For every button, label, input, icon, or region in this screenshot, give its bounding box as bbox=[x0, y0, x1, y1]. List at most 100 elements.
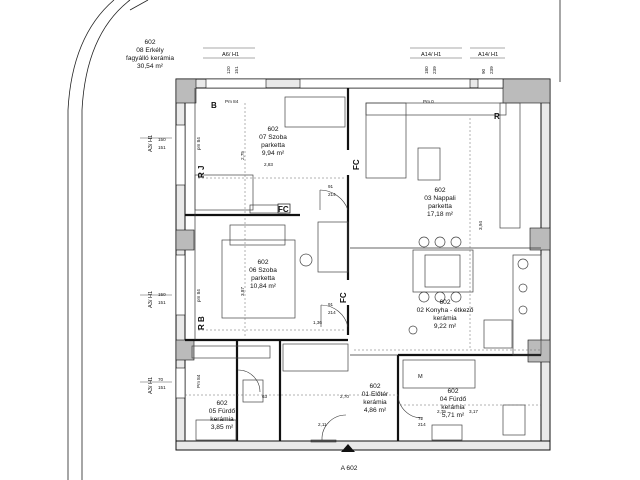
svg-text:602: 602 bbox=[144, 39, 155, 46]
svg-text:180: 180 bbox=[424, 66, 429, 74]
svg-text:FC: FC bbox=[278, 205, 289, 214]
svg-text:M: M bbox=[418, 374, 423, 380]
interior-walls bbox=[185, 88, 541, 441]
svg-text:04 Fürdő: 04 Fürdő bbox=[440, 396, 467, 403]
svg-text:151: 151 bbox=[158, 300, 166, 305]
window-tags-top: A6/ H1 120 151 A14/ H1 180 239 A14/ H1 9… bbox=[203, 47, 505, 74]
room-label-konyha: 602 02 Konyha - étkező kerámia 9,22 m² bbox=[417, 299, 474, 330]
svg-text:120: 120 bbox=[226, 66, 231, 74]
wall-corner-hatching bbox=[175, 78, 551, 363]
room-label-furdo05: 602 05 Fürdő kerámia 3,85 m² bbox=[209, 400, 236, 431]
room-label-nappali: 602 03 Nappali parketta 17,18 m² bbox=[424, 187, 456, 218]
svg-text:30,54 m²: 30,54 m² bbox=[137, 63, 164, 70]
window-tags-left: A3/ H1 150 151 A3/ H1 150 151 A3/ H1 70 … bbox=[140, 135, 172, 394]
svg-text:151: 151 bbox=[158, 145, 166, 150]
entrance-arrow-icon bbox=[341, 444, 355, 452]
svg-text:07 Szoba: 07 Szoba bbox=[259, 134, 287, 141]
svg-text:239: 239 bbox=[489, 66, 494, 74]
svg-text:A3/ H1: A3/ H1 bbox=[148, 135, 154, 152]
furniture bbox=[191, 96, 542, 441]
balcony-outline bbox=[67, 0, 561, 480]
svg-text:FC: FC bbox=[339, 292, 348, 303]
svg-text:3,87: 3,87 bbox=[240, 287, 245, 296]
svg-text:72: 72 bbox=[418, 416, 424, 421]
svg-text:91: 91 bbox=[328, 302, 334, 307]
svg-text:A14/ H1: A14/ H1 bbox=[478, 52, 498, 58]
svg-text:parketta: parketta bbox=[261, 142, 285, 149]
svg-text:A14/ H1: A14/ H1 bbox=[421, 52, 441, 58]
svg-text:parketta: parketta bbox=[428, 203, 452, 210]
dimension-labels: 2,75 2,83 91 214 91 214 1,36 3,87 3,94 2… bbox=[240, 151, 483, 427]
svg-text:602: 602 bbox=[434, 187, 445, 194]
svg-text:R J: R J bbox=[197, 166, 206, 178]
doors bbox=[237, 189, 423, 443]
dimension-guides bbox=[185, 103, 541, 406]
svg-text:pm 84: pm 84 bbox=[196, 289, 201, 302]
partition-thin bbox=[194, 88, 541, 356]
svg-text:63: 63 bbox=[262, 394, 268, 399]
svg-text:151: 151 bbox=[234, 66, 239, 74]
room-label-eloter: 602 01 Előtér kerámia 4,86 m² bbox=[362, 383, 389, 414]
svg-text:17,18 m²: 17,18 m² bbox=[427, 211, 454, 218]
svg-text:01 Előtér: 01 Előtér bbox=[362, 391, 389, 398]
svg-text:3,85 m²: 3,85 m² bbox=[211, 424, 234, 431]
svg-text:10,84 m²: 10,84 m² bbox=[250, 283, 277, 290]
svg-text:06 Szoba: 06 Szoba bbox=[249, 267, 277, 274]
svg-text:151: 151 bbox=[158, 385, 166, 390]
svg-text:R: R bbox=[494, 112, 500, 121]
room-label-furdo04: 602 04 Fürdő kerámia 5,71 m² bbox=[440, 388, 467, 419]
svg-text:150: 150 bbox=[158, 292, 166, 297]
svg-text:214: 214 bbox=[328, 192, 336, 197]
svg-text:2,75: 2,75 bbox=[437, 409, 446, 414]
svg-text:A6/ H1: A6/ H1 bbox=[222, 52, 239, 58]
svg-text:150: 150 bbox=[158, 137, 166, 142]
svg-text:2,75: 2,75 bbox=[240, 151, 245, 160]
svg-text:90: 90 bbox=[481, 68, 486, 74]
svg-text:602: 602 bbox=[447, 388, 458, 395]
svg-text:602: 602 bbox=[439, 299, 450, 306]
svg-text:kerámia: kerámia bbox=[363, 399, 387, 406]
svg-text:5,71 m²: 5,71 m² bbox=[442, 412, 465, 419]
svg-text:pm 84: pm 84 bbox=[196, 137, 201, 150]
svg-text:R B: R B bbox=[197, 316, 206, 330]
svg-text:602: 602 bbox=[267, 126, 278, 133]
svg-text:kerámia: kerámia bbox=[210, 416, 234, 423]
svg-text:05 Fürdő: 05 Fürdő bbox=[209, 408, 236, 415]
svg-text:2,70: 2,70 bbox=[340, 394, 349, 399]
windows bbox=[175, 78, 504, 399]
svg-text:Pm 84: Pm 84 bbox=[225, 99, 239, 104]
svg-text:70: 70 bbox=[158, 377, 164, 382]
svg-text:9,94 m²: 9,94 m² bbox=[262, 150, 285, 157]
svg-text:Pm 0: Pm 0 bbox=[423, 99, 434, 104]
svg-text:B: B bbox=[211, 101, 217, 110]
room-label-szoba06: 602 06 Szoba parketta 10,84 m² bbox=[249, 259, 277, 290]
svg-text:2,83: 2,83 bbox=[264, 162, 273, 167]
svg-text:3,94: 3,94 bbox=[478, 221, 483, 230]
svg-text:A3/ H1: A3/ H1 bbox=[148, 291, 154, 308]
svg-text:kerámia: kerámia bbox=[433, 315, 457, 322]
svg-text:kerámia: kerámia bbox=[441, 404, 465, 411]
svg-text:602: 602 bbox=[369, 383, 380, 390]
room-label-szoba07: 602 07 Szoba parketta 9,94 m² bbox=[259, 126, 287, 157]
svg-text:02 Konyha - étkező: 02 Konyha - étkező bbox=[417, 307, 474, 314]
svg-text:03 Nappali: 03 Nappali bbox=[424, 195, 456, 202]
svg-text:A 602: A 602 bbox=[341, 465, 358, 472]
svg-text:2,11: 2,11 bbox=[318, 422, 327, 427]
svg-text:602: 602 bbox=[216, 400, 227, 407]
markers: B R R J R B M FC FC FC Pm 84 Pm 0 pm 84 … bbox=[196, 99, 500, 388]
entrance-marker[interactable]: A 602 bbox=[341, 444, 358, 472]
svg-text:239: 239 bbox=[432, 66, 437, 74]
svg-text:4,86 m²: 4,86 m² bbox=[364, 407, 387, 414]
svg-text:214: 214 bbox=[328, 310, 336, 315]
svg-text:214: 214 bbox=[418, 422, 426, 427]
svg-text:91: 91 bbox=[328, 184, 334, 189]
room-label-erkely: 602 08 Erkély fagyálló kerámia 30,54 m² bbox=[126, 39, 174, 70]
svg-text:FC: FC bbox=[352, 159, 361, 170]
svg-text:fagyálló kerámia: fagyálló kerámia bbox=[126, 55, 174, 62]
svg-text:A3/ H1: A3/ H1 bbox=[148, 377, 154, 394]
svg-text:Pm 84: Pm 84 bbox=[196, 374, 201, 388]
svg-text:1,36: 1,36 bbox=[313, 320, 322, 325]
svg-text:9,22 m²: 9,22 m² bbox=[434, 323, 457, 330]
svg-text:parketta: parketta bbox=[251, 275, 275, 282]
